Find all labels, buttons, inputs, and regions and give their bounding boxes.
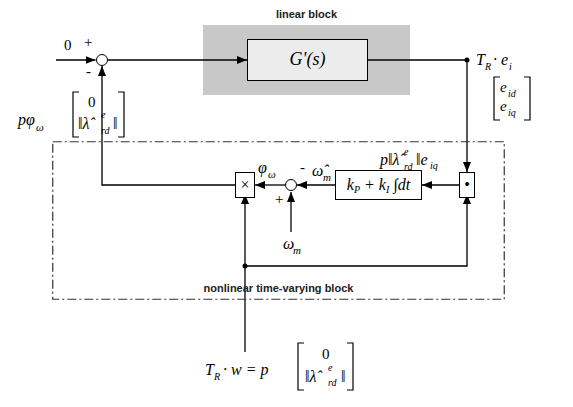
pi-controller-block: kP + kI ∫dt <box>335 170 422 200</box>
signal-connector <box>108 59 247 60</box>
math-label: ω <box>36 122 44 133</box>
block-text: • <box>464 175 470 194</box>
math-label: ‖e <box>416 152 428 168</box>
summing-junction: -+ <box>285 179 297 191</box>
sign-label: + <box>275 192 283 207</box>
region-heading: nonlinear time-varying block <box>52 283 505 294</box>
input-wire <box>56 59 96 60</box>
math-label: m <box>323 172 331 183</box>
dot-product-block: • <box>459 172 475 198</box>
math-label: id <box>508 89 516 99</box>
math-label: ‖λ̂ <box>78 116 89 132</box>
math-label: iq <box>430 161 438 171</box>
math-label: 0 <box>64 38 72 53</box>
math-label: ‖ <box>113 116 118 132</box>
math-label: 0 <box>322 347 330 362</box>
sign-label: + <box>84 35 92 50</box>
signal-connector <box>255 184 285 185</box>
math-label: p‖λ̂ <box>380 152 399 168</box>
transfer-function-block: G'(s) <box>247 39 368 81</box>
junction-dot <box>243 264 248 269</box>
speed-input-wire <box>290 192 291 232</box>
vector-bracket <box>73 92 124 137</box>
block-text: G'(s) <box>290 49 326 71</box>
block-text: ∫dt <box>389 175 410 194</box>
block-text: I <box>386 184 389 196</box>
block-text: × <box>240 175 249 194</box>
block-text: + k <box>360 175 386 194</box>
math-label: · w = p <box>223 362 268 378</box>
math-label: ω <box>283 236 294 252</box>
multiplier-block: × <box>235 172 255 198</box>
math-label: rd <box>404 162 413 172</box>
w-input-wire <box>244 194 245 352</box>
math-label: e <box>500 80 507 95</box>
math-label: pφ <box>18 112 35 128</box>
math-label: rd <box>101 126 110 136</box>
linear-block-region: linear blockG'(s) <box>203 25 410 95</box>
math-label: m <box>293 245 301 256</box>
math-label: e <box>500 99 507 114</box>
math-label: ‖λ̂ <box>305 369 316 385</box>
math-label: ‖ <box>341 369 346 385</box>
math-label: T <box>205 362 214 378</box>
math-label: e <box>101 110 105 120</box>
summing-junction: +- <box>96 54 108 66</box>
vector-bracket <box>494 77 530 120</box>
math-label: 0 <box>88 95 96 110</box>
math-label: iq <box>508 108 516 118</box>
math-label: R <box>485 62 491 72</box>
region-heading: linear block <box>203 9 410 20</box>
block-text: k <box>347 175 354 194</box>
math-label: rd <box>328 378 337 388</box>
signal-connector <box>368 60 467 172</box>
math-label: i <box>509 62 512 72</box>
signal-connector <box>102 66 235 185</box>
math-label: ω <box>268 169 276 180</box>
sign-label: - <box>300 160 305 175</box>
dash-dot-border <box>53 142 505 300</box>
math-label: e <box>328 363 332 373</box>
math-label: ω̂ <box>312 163 323 179</box>
math-label: e <box>404 147 408 157</box>
vector-bracket <box>298 343 353 390</box>
signal-connector <box>422 184 459 185</box>
math-label: R <box>214 372 220 382</box>
math-label: · e <box>493 52 508 68</box>
math-label: φ <box>258 160 267 176</box>
math-label: T <box>476 52 485 68</box>
sign-label: - <box>86 64 91 79</box>
block-text: P <box>354 184 360 196</box>
signal-connector <box>297 184 335 185</box>
